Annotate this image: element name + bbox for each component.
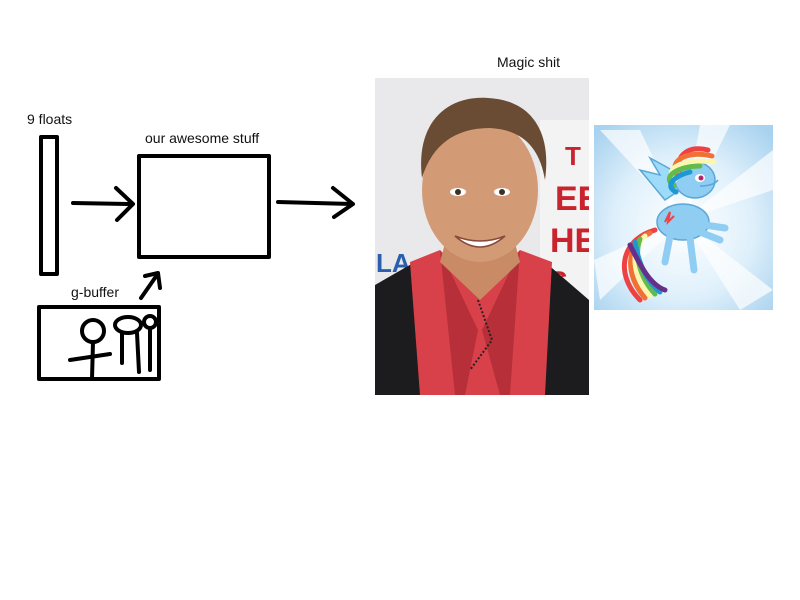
input-vector-label: 9 floats	[27, 111, 73, 127]
portrait-photo: T EE HER S LA	[375, 78, 622, 395]
processor-label: our awesome stuff	[145, 130, 260, 146]
input-vector-bar	[39, 135, 59, 276]
gbuffer-label: g-buffer	[71, 284, 119, 300]
gbuffer-box	[37, 305, 161, 381]
gbuffer-stick-sketch	[68, 314, 158, 381]
pony-cartoon	[594, 125, 773, 310]
arrow-gbuffer-to-box	[139, 271, 162, 300]
processor-box	[137, 154, 271, 259]
svg-text:HER: HER	[550, 222, 622, 260]
svg-text:T: T	[565, 141, 581, 171]
arrow-box-to-output	[276, 186, 355, 219]
output-label: Magic shit	[497, 54, 561, 70]
svg-text:EE: EE	[555, 180, 600, 218]
arrow-input-to-box	[71, 186, 135, 222]
